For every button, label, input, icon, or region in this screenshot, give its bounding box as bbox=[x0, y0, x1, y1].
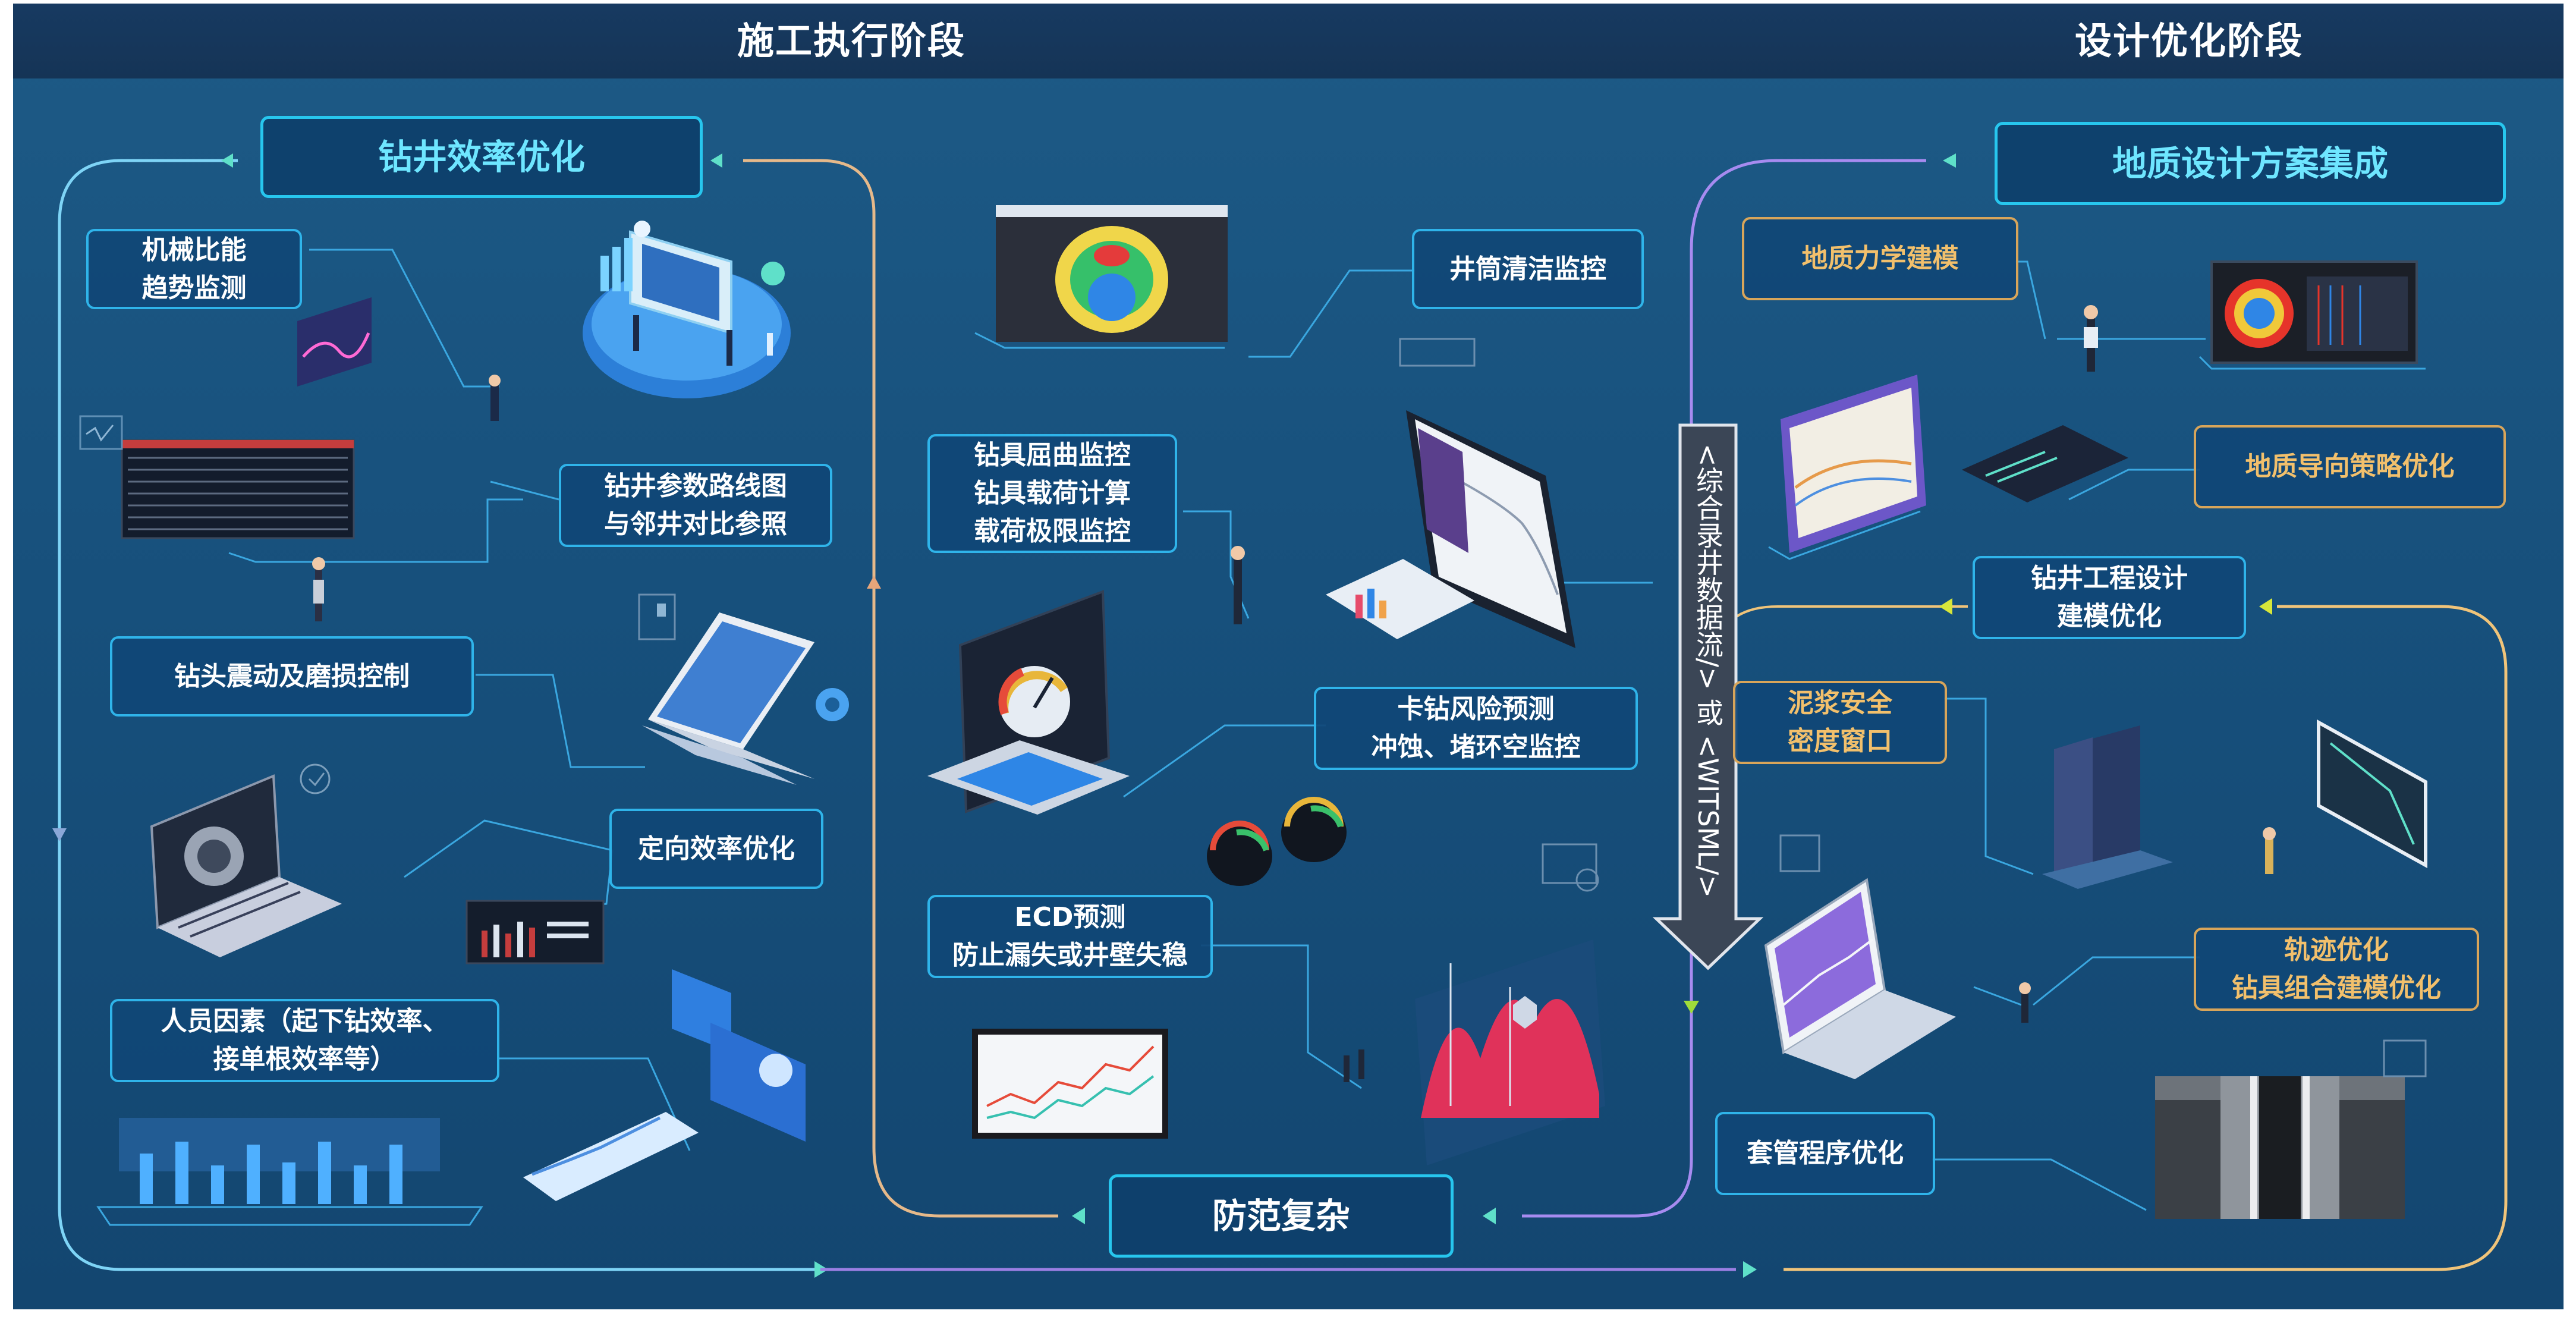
box-line: 钻井参数路线图 bbox=[604, 471, 787, 501]
box-line: 钻井工程设计 bbox=[2031, 563, 2188, 593]
laptop-illustration-2 bbox=[150, 774, 342, 957]
box-line: 套管程序优化 bbox=[1747, 1138, 1904, 1168]
box-geomechanics: 地质力学建模 bbox=[1742, 217, 2018, 300]
box-line: 钻具屈曲监控 bbox=[974, 440, 1131, 470]
arrow-right-bottom-2 bbox=[1743, 1261, 1757, 1278]
title-drilling-efficiency: 钻井效率优化 bbox=[260, 116, 703, 198]
box-line: 卡钻风险预测 bbox=[1397, 694, 1555, 724]
box-line: 定向效率优化 bbox=[638, 833, 795, 864]
header-right-title: 设计优化阶段 bbox=[2075, 19, 2304, 62]
analytics-illustration bbox=[96, 969, 806, 1226]
box-line: 泥浆安全 bbox=[1788, 688, 1892, 718]
bar-chart-card bbox=[465, 900, 605, 964]
arrow-left-1 bbox=[221, 153, 233, 168]
box-line: 与邻井对比参照 bbox=[604, 509, 787, 539]
title-drilling-engineering: 钻井工程设计 建模优化 bbox=[1973, 556, 2246, 639]
workstation-illustration bbox=[489, 221, 791, 421]
left-loop-line bbox=[58, 159, 820, 1271]
title-drilling-efficiency-text: 钻井效率优化 bbox=[378, 137, 585, 177]
arrow-up-mid bbox=[867, 576, 881, 589]
right-loop-line-left bbox=[1711, 605, 1968, 673]
data-table-screen bbox=[79, 415, 355, 621]
title-prevent-complexity: 防范复杂 bbox=[1109, 1174, 1454, 1258]
box-line: 密度窗口 bbox=[1788, 726, 1892, 756]
box-line: 钻头震动及磨损控制 bbox=[174, 661, 410, 692]
arrow-down-left bbox=[52, 828, 67, 841]
box-mud-window: 泥浆安全 密度窗口 bbox=[1733, 681, 1947, 764]
box-stuck-pipe-risk: 卡钻风险预测 冲蚀、堵环空监控 bbox=[1314, 687, 1638, 770]
box-directional-efficiency: 定向效率优化 bbox=[609, 809, 823, 889]
box-drilling-parameters: 钻井参数路线图 与邻井对比参照 bbox=[559, 464, 832, 547]
box-casing-program: 套管程序优化 bbox=[1715, 1112, 1935, 1195]
tablet-illustration bbox=[1231, 338, 1575, 648]
box-line: 地质力学建模 bbox=[1801, 243, 1959, 274]
casing-illustration bbox=[2155, 1039, 2427, 1219]
geosteering-screens bbox=[1768, 375, 2128, 560]
trajectory-laptop bbox=[1764, 878, 2031, 1079]
left-loop-line-top-right bbox=[743, 159, 1058, 1218]
box-line: 井筒清洁监控 bbox=[1449, 253, 1606, 284]
right-loop-line bbox=[1784, 605, 2508, 1271]
header-bar bbox=[13, 4, 2564, 78]
box-line: 地质导向策略优化 bbox=[2245, 451, 2455, 482]
arrow-gold-left bbox=[1939, 598, 1952, 615]
title-geology-design-text: 地质设计方案集成 bbox=[2112, 143, 2388, 184]
title-prevent-complexity-text: 防范复杂 bbox=[1212, 1196, 1350, 1236]
box-line: 钻具组合建模优化 bbox=[2232, 973, 2441, 1003]
data-flow-label: <综合录井数据流/> 或 <WITSML/> bbox=[1692, 443, 1724, 898]
box-trajectory-bha: 轨迹优化 钻具组合建模优化 bbox=[2194, 928, 2479, 1011]
chart-card-left bbox=[297, 297, 372, 386]
header-left-title: 施工执行阶段 bbox=[737, 19, 966, 62]
mud-window-illustration bbox=[1779, 719, 2427, 889]
box-buckling-monitor: 钻具屈曲监控 钻具载荷计算 载荷极限监控 bbox=[927, 434, 1177, 553]
box-line: 载荷极限监控 bbox=[974, 516, 1131, 546]
title-geology-design: 地质设计方案集成 bbox=[1995, 122, 2506, 205]
box-line: 接单根效率等） bbox=[213, 1044, 397, 1074]
ecd-chart-illustration bbox=[972, 843, 1599, 1139]
laptop-illustration-1 bbox=[300, 593, 849, 794]
box-line: 人员因素（起下钻效率、 bbox=[161, 1006, 449, 1036]
box-ecd-prediction: ECD预测 防止漏失或井壁失稳 bbox=[927, 895, 1213, 978]
box-line: 防止漏失或井壁失稳 bbox=[952, 940, 1188, 970]
wellbore-cleaning-screen bbox=[974, 205, 1228, 349]
box-human-factors: 人员因素（起下钻效率、 接单根效率等） bbox=[110, 999, 499, 1082]
risk-gauge-monitor bbox=[927, 590, 1130, 815]
box-line: 冲蚀、堵环空监控 bbox=[1371, 732, 1581, 762]
arrow-mid-bottom-left bbox=[1072, 1208, 1085, 1224]
small-gauges bbox=[1207, 797, 1347, 886]
arrow-gold-right bbox=[2259, 598, 2272, 615]
data-flow-arrow bbox=[1652, 423, 1764, 970]
box-line: 趋势监测 bbox=[141, 272, 247, 303]
box-line: 钻具载荷计算 bbox=[974, 478, 1131, 508]
box-line: 建模优化 bbox=[2057, 601, 2162, 631]
arrow-mid-bottom-right bbox=[1483, 1208, 1496, 1224]
box-line: ECD预测 bbox=[1014, 902, 1126, 932]
box-geosteering: 地质导向策略优化 bbox=[2194, 425, 2506, 508]
arrow-right-top bbox=[1943, 153, 1956, 168]
arrow-left-2 bbox=[710, 153, 722, 168]
box-bit-vibration: 钻头震动及磨损控制 bbox=[110, 636, 474, 717]
geomechanics-screen bbox=[2084, 260, 2426, 372]
mountain-chart-illustration bbox=[1344, 939, 1605, 1165]
box-mse-trend: 机械比能 趋势监测 bbox=[86, 229, 302, 309]
arrow-down-mid-right bbox=[1684, 1001, 1699, 1014]
box-line: 轨迹优化 bbox=[2284, 935, 2389, 965]
box-line: 机械比能 bbox=[141, 234, 247, 265]
box-wellbore-cleaning: 井筒清洁监控 bbox=[1412, 229, 1644, 309]
middle-loop-line bbox=[1522, 159, 1926, 1218]
